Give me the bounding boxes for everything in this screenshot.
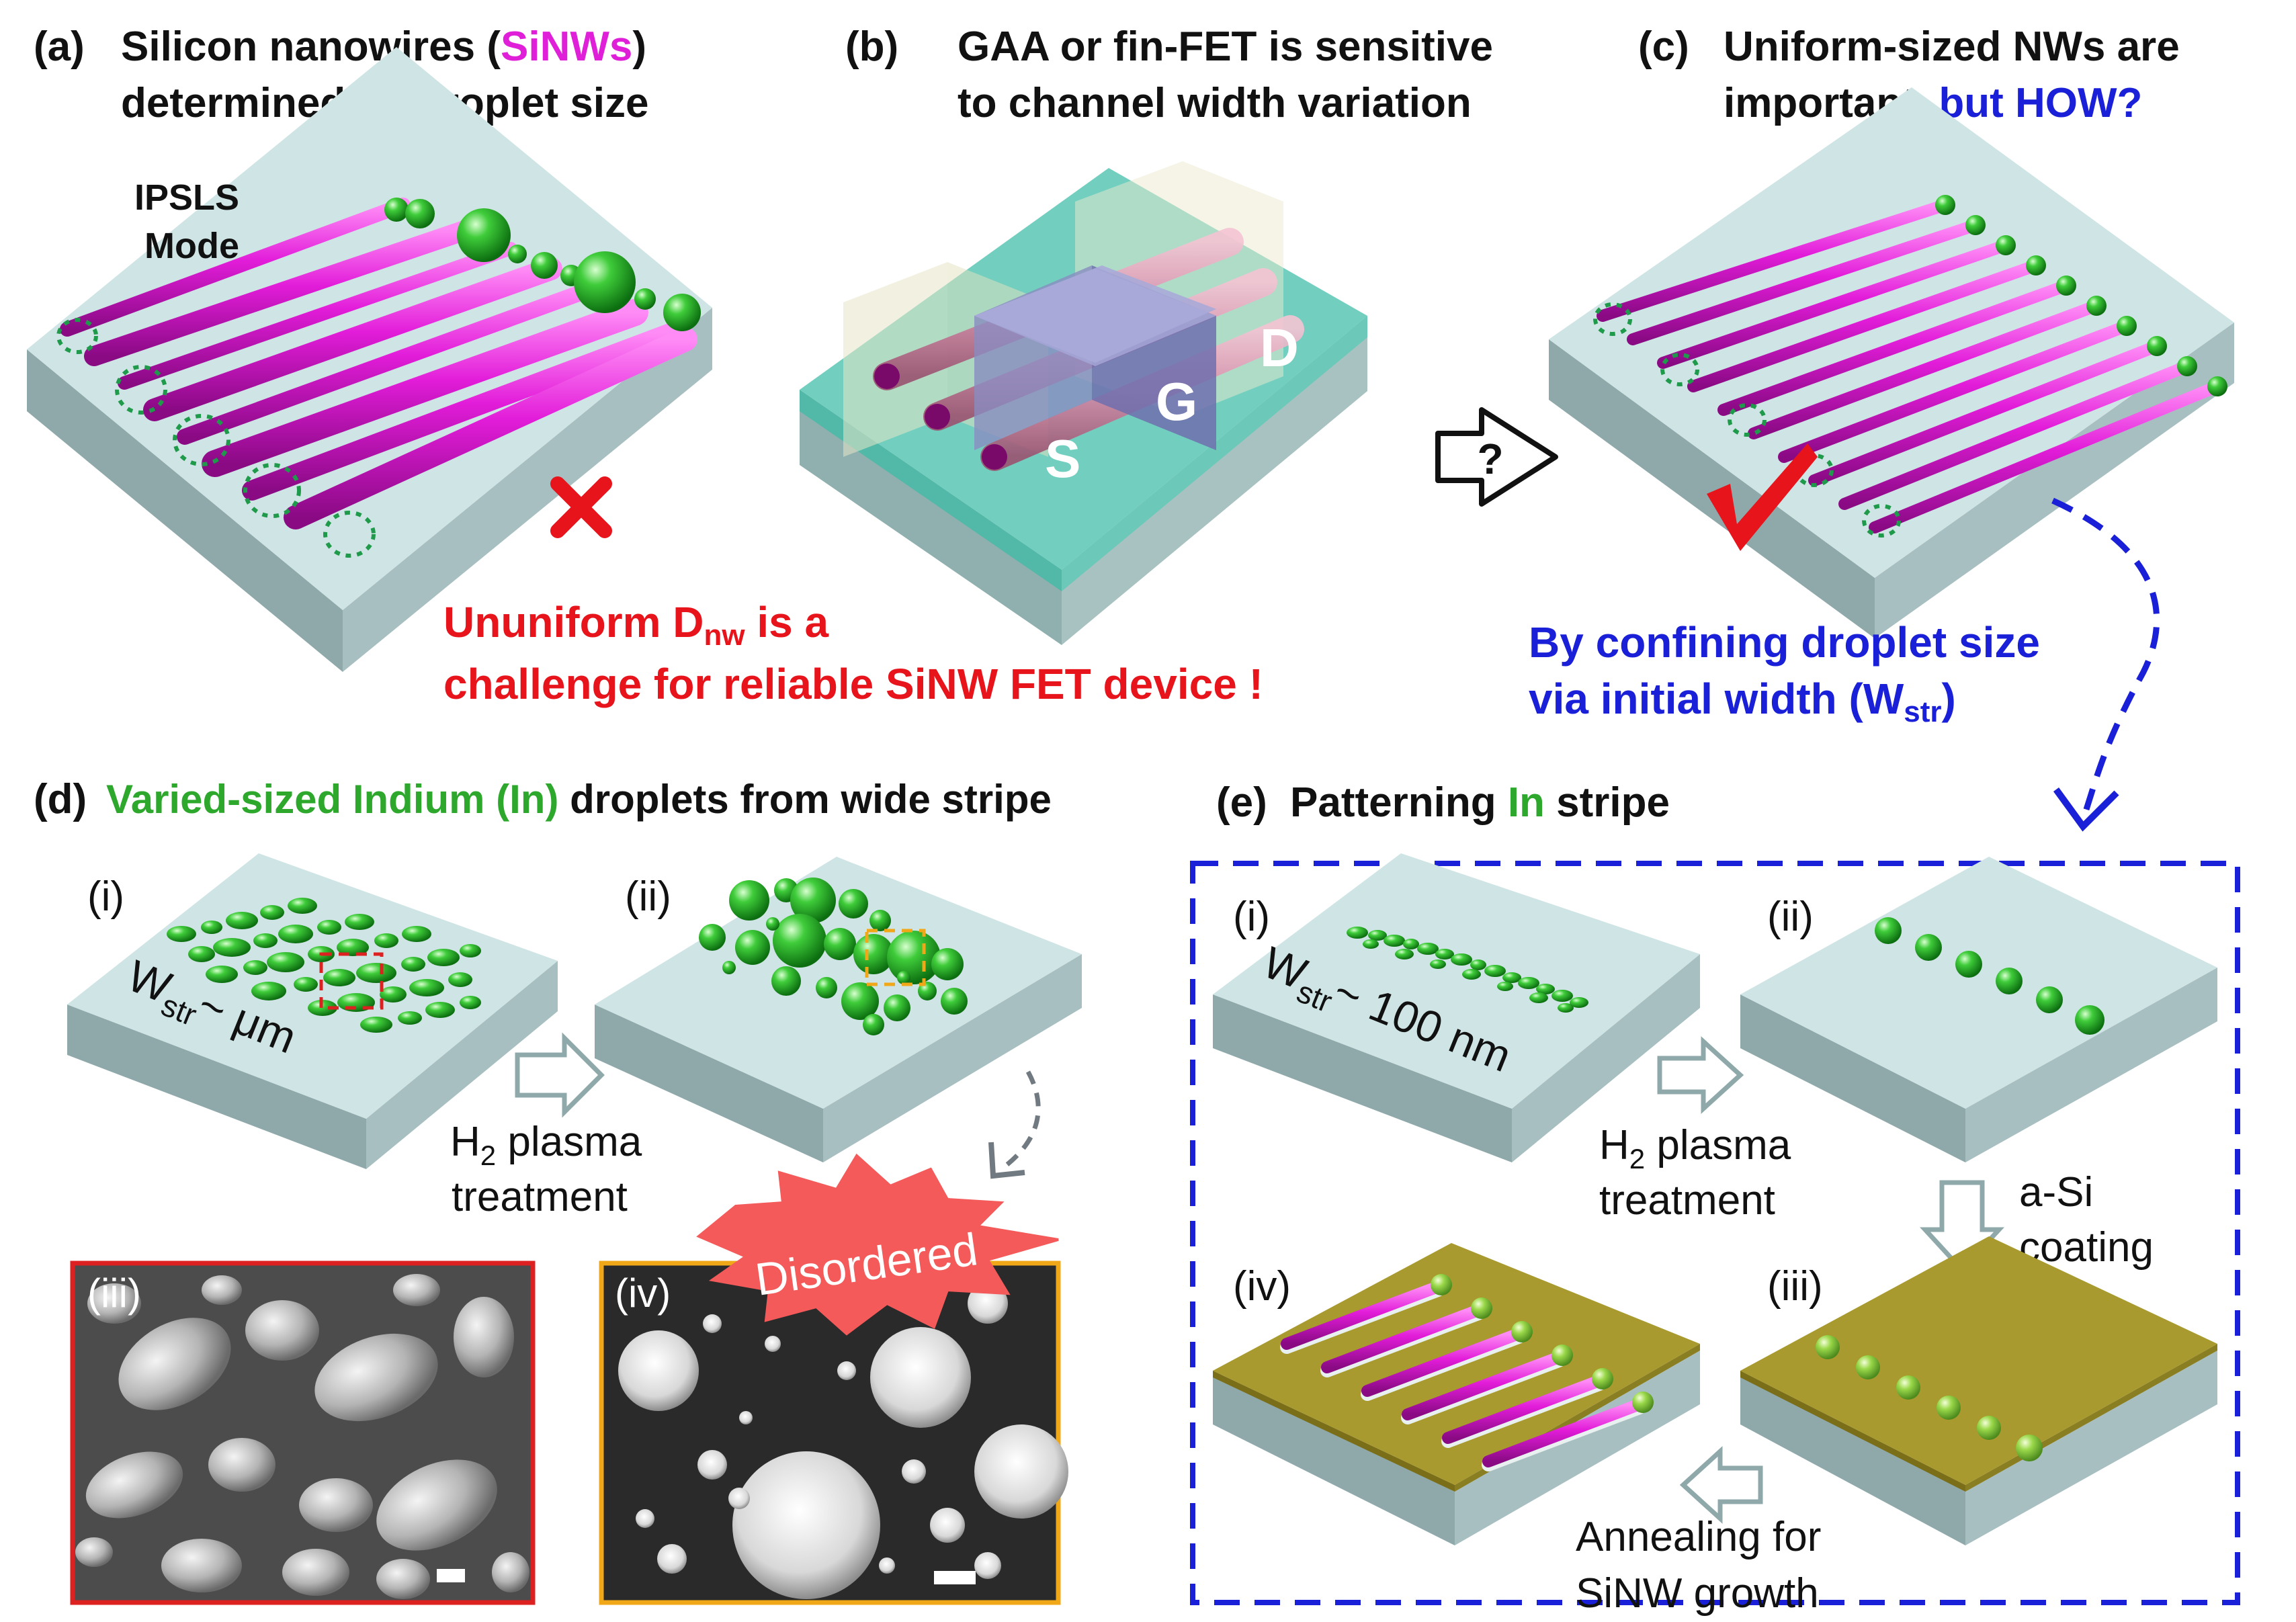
panel-d-step-i: (i): [87, 873, 124, 920]
panel-e-tag: (e): [1216, 779, 1267, 826]
mode-label-line1: IPSLS: [134, 177, 239, 218]
zoom-box-orange: [865, 929, 926, 986]
question-arrow-icon: ?: [1435, 407, 1558, 507]
droplets-a: [384, 198, 701, 331]
anneal-line1: Annealing for: [1576, 1514, 1821, 1560]
arrow-right-icon: [515, 1032, 605, 1118]
disorder-arrow-head: [988, 1142, 1025, 1179]
panel-e-title: Patterning In stripe: [1290, 779, 1670, 826]
patterning-frame: [1190, 861, 2240, 1605]
droplets-d-ii: [699, 878, 968, 1035]
confine-line2: via initial width (Wstr): [1529, 675, 1956, 728]
disordered-burst: Disordered: [696, 1153, 1059, 1336]
nanowires-a: [60, 198, 697, 529]
question-mark: ?: [1477, 435, 1503, 483]
panel-d-tag: (d): [34, 776, 87, 822]
droplets-e-iii: [1816, 1335, 2043, 1461]
arrow-left-icon: [1679, 1446, 1763, 1524]
warning-line2: challenge for reliable SiNW FET device !: [443, 660, 1263, 708]
droplets-e-ii: [1875, 917, 2104, 1035]
coating-line1: a-Si: [2019, 1169, 2093, 1215]
substrate-e-ii: [1740, 857, 2217, 1162]
panel-e: (e) Patterning In stripe (i): [1190, 779, 2240, 1617]
panel-b: (b) GAA or fin-FET is sensitive to chann…: [800, 24, 1493, 645]
substrate-d-ii: [595, 857, 1082, 1162]
mode-label-line2: Mode: [144, 226, 239, 266]
panel-d-step-ii: (ii): [625, 873, 671, 920]
panel-d: (d) Varied-sized Indium (In) droplets fr…: [34, 776, 1082, 1605]
sem-image-iii: (iii): [70, 1261, 536, 1605]
panel-a: (a) Silicon nanowires (SiNWs) determined…: [27, 24, 712, 672]
substrate-c: [1549, 87, 2234, 638]
panel-c-tag: (c): [1638, 24, 1689, 70]
panel-d-step-iv: (iv): [615, 1271, 671, 1316]
substrate-e-i: [1213, 853, 1700, 1162]
gate-top: [974, 265, 1216, 363]
panel-a-title: Silicon nanowires (SiNWs): [121, 24, 646, 70]
check-icon: [1707, 443, 1818, 551]
confine-arrow-head: [2053, 787, 2119, 832]
indium-stripe-narrow: [1347, 927, 1588, 1013]
panel-e-step-iv: (iv): [1233, 1263, 1291, 1310]
panel-e-step-ii: (ii): [1767, 894, 1814, 940]
panel-d-step-iii: (iii): [87, 1271, 141, 1316]
source-label: S: [1045, 429, 1080, 488]
droplets-e-iv: [1431, 1274, 1654, 1413]
drain-label: D: [1260, 318, 1299, 378]
panel-d-title: Varied-sized Indium (In) droplets from w…: [106, 777, 1052, 822]
gate-label: G: [1156, 372, 1197, 431]
panel-e-step-iii: (iii): [1767, 1263, 1823, 1310]
panel-b-title-line1: GAA or fin-FET is sensitive: [958, 24, 1493, 70]
disorder-arrow: [999, 1070, 1041, 1171]
panel-e-step-i: (i): [1233, 894, 1270, 940]
anneal-line2: SiNW growth: [1576, 1570, 1819, 1617]
panel-b-title-line2: to channel width variation: [958, 80, 1472, 126]
start-marks-a: [56, 318, 376, 558]
confine-arrow: [2051, 497, 2160, 821]
zoom-box-red: [319, 952, 384, 1010]
droplets-c: [1935, 195, 2227, 396]
panel-c: (c) Uniform-sized NWs are important, but…: [1549, 24, 2234, 832]
nanowires-e-iv: [1280, 1281, 1646, 1471]
nanowires-c: [1597, 199, 2223, 533]
arrow-right-icon-e: [1657, 1036, 1744, 1114]
panel-b-tag: (b): [845, 24, 898, 70]
panel-c-title-line1: Uniform-sized NWs are: [1724, 24, 2180, 70]
treatment-e-line2: treatment: [1599, 1177, 1775, 1224]
treatment-e-line1: H2 plasma: [1599, 1122, 1791, 1175]
panel-a-tag: (a): [34, 24, 85, 70]
warning-line1: Ununiform Dnw is a: [443, 598, 829, 652]
treatment-d-line1: H2 plasma: [450, 1119, 642, 1171]
treatment-d-line2: treatment: [452, 1174, 628, 1220]
indium-stripe-wide: [167, 898, 481, 1033]
confine-line1: By confining droplet size: [1529, 618, 2040, 667]
cross-icon: [550, 476, 612, 538]
